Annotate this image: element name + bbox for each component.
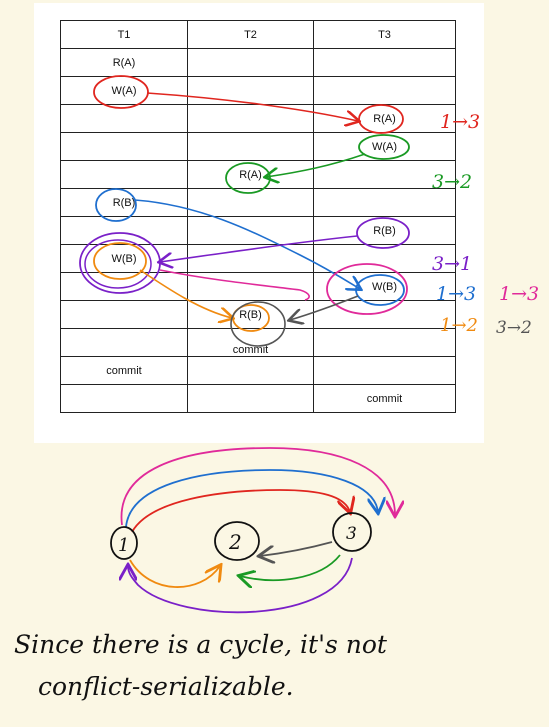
circle-w-b-t1-orange bbox=[93, 242, 147, 280]
header-t3: T3 bbox=[313, 20, 456, 49]
table-row: R(A) bbox=[60, 104, 456, 133]
edge-purple-3-1 bbox=[128, 557, 353, 614]
cell bbox=[187, 356, 314, 385]
annotation-1-2-orange: 1→2 bbox=[440, 315, 478, 336]
annotation-1-3-red: 1→3 bbox=[440, 111, 480, 133]
annotation-3-1-purple: 3→1 bbox=[432, 253, 472, 275]
circle-w-b-t1-purple-2 bbox=[84, 239, 152, 289]
arrow-magenta-wb-wb bbox=[159, 269, 310, 301]
annotation-1-3-blue: 1→3 bbox=[436, 283, 476, 305]
conclusion-line-2: conflict-serializable. bbox=[38, 672, 294, 701]
cell bbox=[313, 356, 456, 385]
arrow-purple-rb-wb bbox=[160, 235, 358, 262]
graph-node-1 bbox=[110, 526, 138, 560]
edge-orange-1-2 bbox=[129, 559, 220, 588]
arrow-orange-wb-rb bbox=[139, 269, 232, 318]
table-row: commit bbox=[60, 384, 456, 413]
edge-magenta-1-3 bbox=[120, 447, 395, 526]
circle-r-b-t3 bbox=[356, 217, 410, 249]
arrow-gray-wb-rb bbox=[290, 295, 359, 320]
cell: R(A) bbox=[187, 160, 314, 189]
graph-node-2-label: 2 bbox=[228, 530, 242, 554]
annotation-1-3-magenta: 1→3 bbox=[499, 283, 539, 305]
arrow-blue-rb-wb bbox=[134, 199, 360, 289]
circle-r-b-t2-gray bbox=[230, 301, 286, 347]
conclusion-line-1: Since there is a cycle, it's not bbox=[14, 630, 387, 659]
header-row: T1 T2 T3 bbox=[60, 20, 456, 49]
circle-r-b-t2-orange bbox=[232, 304, 270, 332]
schedule-table: T1 T2 T3 R(A) W(A) R(A) W(A) R(A) R(B) R… bbox=[60, 20, 456, 413]
edge-green-3-2 bbox=[240, 554, 341, 580]
edge-blue-1-3 bbox=[125, 469, 378, 528]
table-row: W(B) bbox=[60, 244, 456, 273]
cell bbox=[60, 132, 188, 161]
cell bbox=[313, 328, 456, 357]
edge-red-1-3 bbox=[131, 489, 350, 533]
graph-node-1-label: 1 bbox=[118, 535, 129, 556]
table-row: commit bbox=[60, 328, 456, 357]
edge-gray-3-2 bbox=[260, 541, 333, 556]
table-row: R(A) bbox=[60, 160, 456, 189]
header-t1: T1 bbox=[60, 20, 188, 49]
cell: W(A) bbox=[60, 76, 188, 105]
circle-r-a-t2 bbox=[225, 162, 271, 194]
cell bbox=[60, 160, 188, 189]
arrow-red-wa-ra bbox=[146, 92, 358, 121]
cell bbox=[187, 76, 314, 105]
cell bbox=[60, 104, 188, 133]
table-row: commit bbox=[60, 356, 456, 385]
circle-w-b-t3-blue bbox=[355, 274, 405, 306]
cell: R(B) bbox=[313, 216, 456, 245]
graph-node-2 bbox=[214, 521, 260, 561]
circle-w-a-t1 bbox=[93, 75, 149, 109]
annotation-3-2-gray: 3→2 bbox=[496, 318, 532, 338]
cell bbox=[313, 188, 456, 217]
circle-r-a-t3 bbox=[358, 104, 404, 134]
circle-r-b-t1 bbox=[95, 188, 137, 222]
arrow-green-wa-ra bbox=[266, 153, 366, 177]
cell: commit bbox=[313, 384, 456, 413]
circle-w-b-t1-purple bbox=[79, 232, 161, 294]
cell bbox=[187, 384, 314, 413]
graph-node-3-label: 3 bbox=[346, 524, 357, 544]
annotation-3-2-green: 3→2 bbox=[432, 171, 472, 193]
circle-w-a-t3 bbox=[358, 134, 410, 160]
graph-node-3 bbox=[332, 512, 372, 552]
cell bbox=[187, 48, 314, 77]
circle-w-b-t3-magenta bbox=[326, 263, 408, 315]
